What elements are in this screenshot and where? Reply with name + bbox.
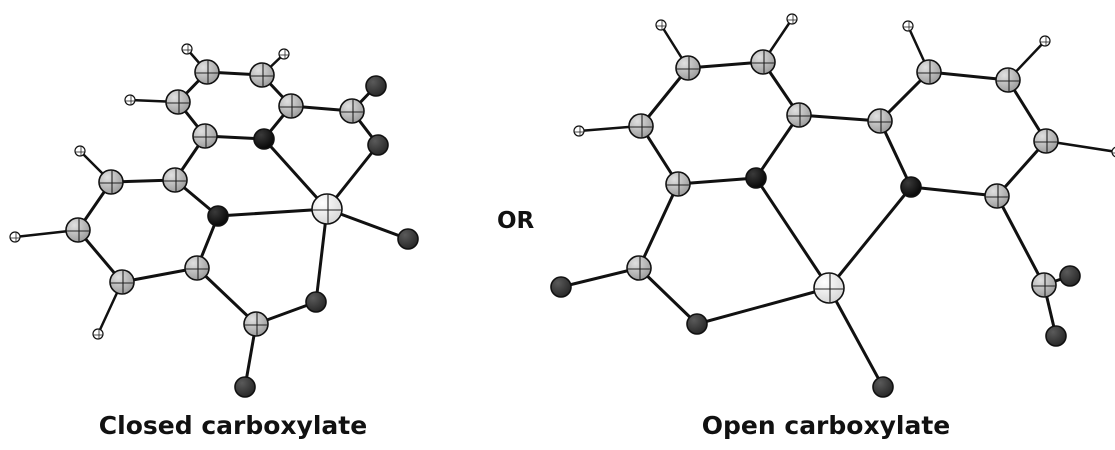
open-carboxylate-caption: Open carboxylate xyxy=(701,411,951,440)
open-carbon-atom xyxy=(665,171,691,197)
closed-carbon-atom xyxy=(339,98,365,124)
open-carbon-atom xyxy=(995,67,1021,93)
open-hydrogen-atom xyxy=(655,19,667,31)
closed-carbon-atom xyxy=(184,255,210,281)
closed-bond xyxy=(195,266,258,326)
or-label: OR xyxy=(497,208,535,234)
atom-layer xyxy=(9,13,1115,398)
open-oxygen-atom xyxy=(686,313,708,335)
closed-carbon-atom xyxy=(98,169,124,195)
open-hydrogen-atom xyxy=(786,13,798,25)
open-oxygen-atom xyxy=(1045,325,1067,347)
open-bond xyxy=(995,194,1046,287)
open-hydrogen-atom xyxy=(902,20,914,32)
closed-hydrogen-atom xyxy=(278,48,290,60)
open-bond xyxy=(797,113,882,123)
closed-carbon-atom xyxy=(249,62,275,88)
closed-oxygen-atom xyxy=(305,291,327,313)
closed-metal-atom xyxy=(311,193,343,225)
closed-oxygen-atom xyxy=(365,75,387,97)
open-bond xyxy=(909,185,999,198)
closed-oxygen-atom xyxy=(397,228,419,250)
open-nitrogen-atom xyxy=(745,167,767,189)
open-carbon-atom xyxy=(626,255,652,281)
closed-carbon-atom xyxy=(194,59,220,85)
open-bond xyxy=(637,182,680,270)
open-carbon-atom xyxy=(1033,128,1059,154)
open-bond xyxy=(559,266,641,289)
open-metal-atom xyxy=(813,272,845,304)
closed-carbon-atom xyxy=(278,93,304,119)
closed-carbon-atom xyxy=(162,167,188,193)
closed-hydrogen-atom xyxy=(92,328,104,340)
closed-carbon-atom xyxy=(65,217,91,243)
open-bond xyxy=(637,266,699,326)
open-bond xyxy=(827,286,885,389)
open-oxygen-atom xyxy=(1059,265,1081,287)
closed-hydrogen-atom xyxy=(9,231,21,243)
open-bond xyxy=(695,286,831,326)
open-carbon-atom xyxy=(786,102,812,128)
open-oxygen-atom xyxy=(550,276,572,298)
closed-nitrogen-atom xyxy=(253,128,275,150)
closed-hydrogen-atom xyxy=(181,43,193,55)
open-bond xyxy=(927,70,1010,82)
closed-carbon-atom xyxy=(109,269,135,295)
open-hydrogen-atom xyxy=(573,125,585,137)
bond-layer xyxy=(13,17,1115,389)
open-carbon-atom xyxy=(867,108,893,134)
open-nitrogen-atom xyxy=(900,176,922,198)
open-carbon-atom xyxy=(916,59,942,85)
open-carbon-atom xyxy=(1031,272,1057,298)
open-bond xyxy=(754,176,831,290)
open-hydrogen-atom xyxy=(1111,146,1115,158)
open-carbon-atom xyxy=(750,49,776,75)
open-carbon-atom xyxy=(628,113,654,139)
open-bond xyxy=(676,176,758,186)
closed-carbon-atom xyxy=(165,89,191,115)
closed-carboxylate-caption: Closed carboxylate xyxy=(98,411,368,440)
closed-carbon-atom xyxy=(243,311,269,337)
closed-hydrogen-atom xyxy=(74,145,86,157)
open-oxygen-atom xyxy=(872,376,894,398)
closed-bond xyxy=(216,207,329,218)
closed-carbon-atom xyxy=(192,123,218,149)
closed-oxygen-atom xyxy=(234,376,256,398)
open-bond xyxy=(827,185,913,290)
closed-hydrogen-atom xyxy=(124,94,136,106)
open-carbon-atom xyxy=(675,55,701,81)
open-carbon-atom xyxy=(984,183,1010,209)
closed-oxygen-atom xyxy=(367,134,389,156)
closed-nitrogen-atom xyxy=(207,205,229,227)
open-hydrogen-atom xyxy=(1039,35,1051,47)
